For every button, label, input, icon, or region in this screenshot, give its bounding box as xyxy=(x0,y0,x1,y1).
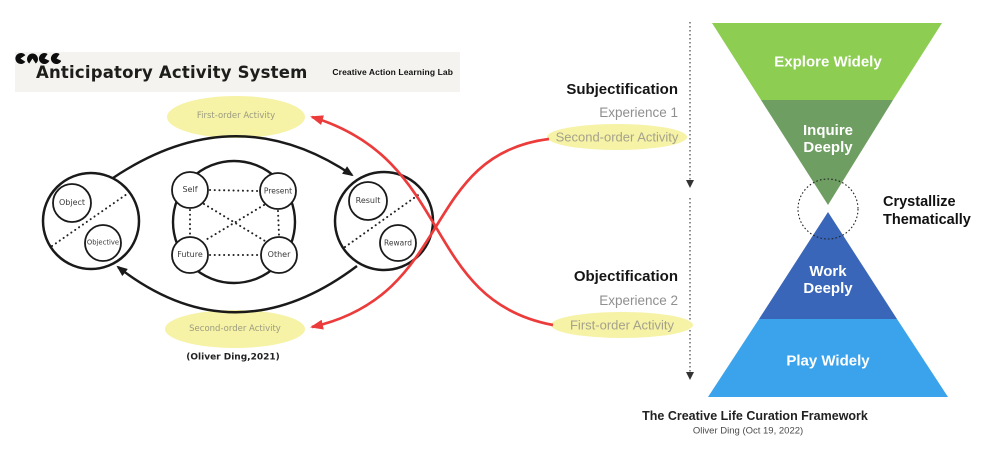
objectification-heading: Objectification xyxy=(573,268,678,285)
crystallize-line1: Crystallize xyxy=(883,194,956,210)
attribution-label: (Oliver Ding,2021) xyxy=(186,352,280,363)
first-order-activity-label: First-order Activity xyxy=(196,110,276,121)
inquire-line1: Inquire xyxy=(802,122,854,139)
mid-second-order-highlight xyxy=(547,124,687,150)
crystallize-line2: Thematically xyxy=(883,212,971,228)
mid-first-order-label: First-order Activity xyxy=(569,317,675,333)
experience-1-label: Experience 1 xyxy=(599,105,678,120)
aas-header: Anticipatory Activity System Creative Ac… xyxy=(15,52,460,92)
result-label: Result xyxy=(355,196,381,205)
work-deeply-label: Work Deeply xyxy=(803,263,852,297)
crystallize-dotted-circle xyxy=(797,178,859,240)
mid-first-order-highlight xyxy=(551,312,693,338)
reward-node xyxy=(379,224,417,262)
second-order-activity-label: Second-order Activity xyxy=(189,323,281,334)
self-label: Self xyxy=(182,185,198,194)
bottom-cycle-arrow xyxy=(116,265,358,314)
present-node xyxy=(259,172,297,210)
experience-2-label: Experience 2 xyxy=(599,293,678,308)
first-order-activity-highlight xyxy=(167,96,305,138)
self-present-dotted-line xyxy=(209,189,259,192)
red-arrow-first-order xyxy=(310,115,554,327)
explore-widely-section xyxy=(712,23,942,100)
work-deeply-section xyxy=(759,212,897,319)
node-circles xyxy=(52,171,417,274)
work-line1: Work xyxy=(809,263,847,280)
objective-node xyxy=(84,224,122,262)
call-logo-icon xyxy=(15,52,61,64)
result-diagonal-dotted-line xyxy=(344,192,422,248)
future-label: Future xyxy=(177,250,203,259)
call-logo: Creative Action Learning Lab xyxy=(15,52,453,77)
inquire-deeply-label: Inquire Deeply xyxy=(803,122,853,156)
other-label: Other xyxy=(267,250,291,259)
play-widely-section xyxy=(708,319,948,397)
timeline-arrowhead-1-icon xyxy=(686,180,694,188)
subjectification-heading: Subjectification xyxy=(566,81,678,98)
other-node xyxy=(260,236,298,274)
play-widely-label: Play Widely xyxy=(786,352,870,370)
object-label: Object xyxy=(58,198,86,207)
present-other-dotted-line xyxy=(277,210,280,236)
framework-caption-byline: Oliver Ding (Oct 19, 2022) xyxy=(692,425,804,437)
present-label: Present xyxy=(263,186,293,196)
framework-caption-title: The Creative Life Curation Framework xyxy=(642,408,868,423)
objective-label: Objective xyxy=(86,238,120,247)
self-node xyxy=(171,171,209,209)
inquire-deeply-section xyxy=(761,100,893,205)
mid-second-order-label: Second-order Activity xyxy=(555,129,679,145)
inquire-line2: Deeply xyxy=(803,139,853,156)
top-cycle-arrow xyxy=(112,135,354,179)
explore-widely-label: Explore Widely xyxy=(774,53,882,71)
work-line2: Deeply xyxy=(803,280,853,297)
aas-title: Anticipatory Activity System xyxy=(36,62,308,82)
crystallize-thematically-label: Crystallize Thematically xyxy=(883,193,971,229)
timeline-arrowhead-2-icon xyxy=(686,372,694,380)
second-order-activity-highlight xyxy=(165,310,305,348)
object-node xyxy=(52,183,92,223)
object-diagonal-dotted-line xyxy=(51,193,128,247)
future-node xyxy=(171,236,209,274)
dotted-relations xyxy=(51,189,422,256)
result-node xyxy=(348,181,388,221)
call-logo-text: Creative Action Learning Lab xyxy=(332,67,453,77)
reward-label: Reward xyxy=(384,238,412,248)
